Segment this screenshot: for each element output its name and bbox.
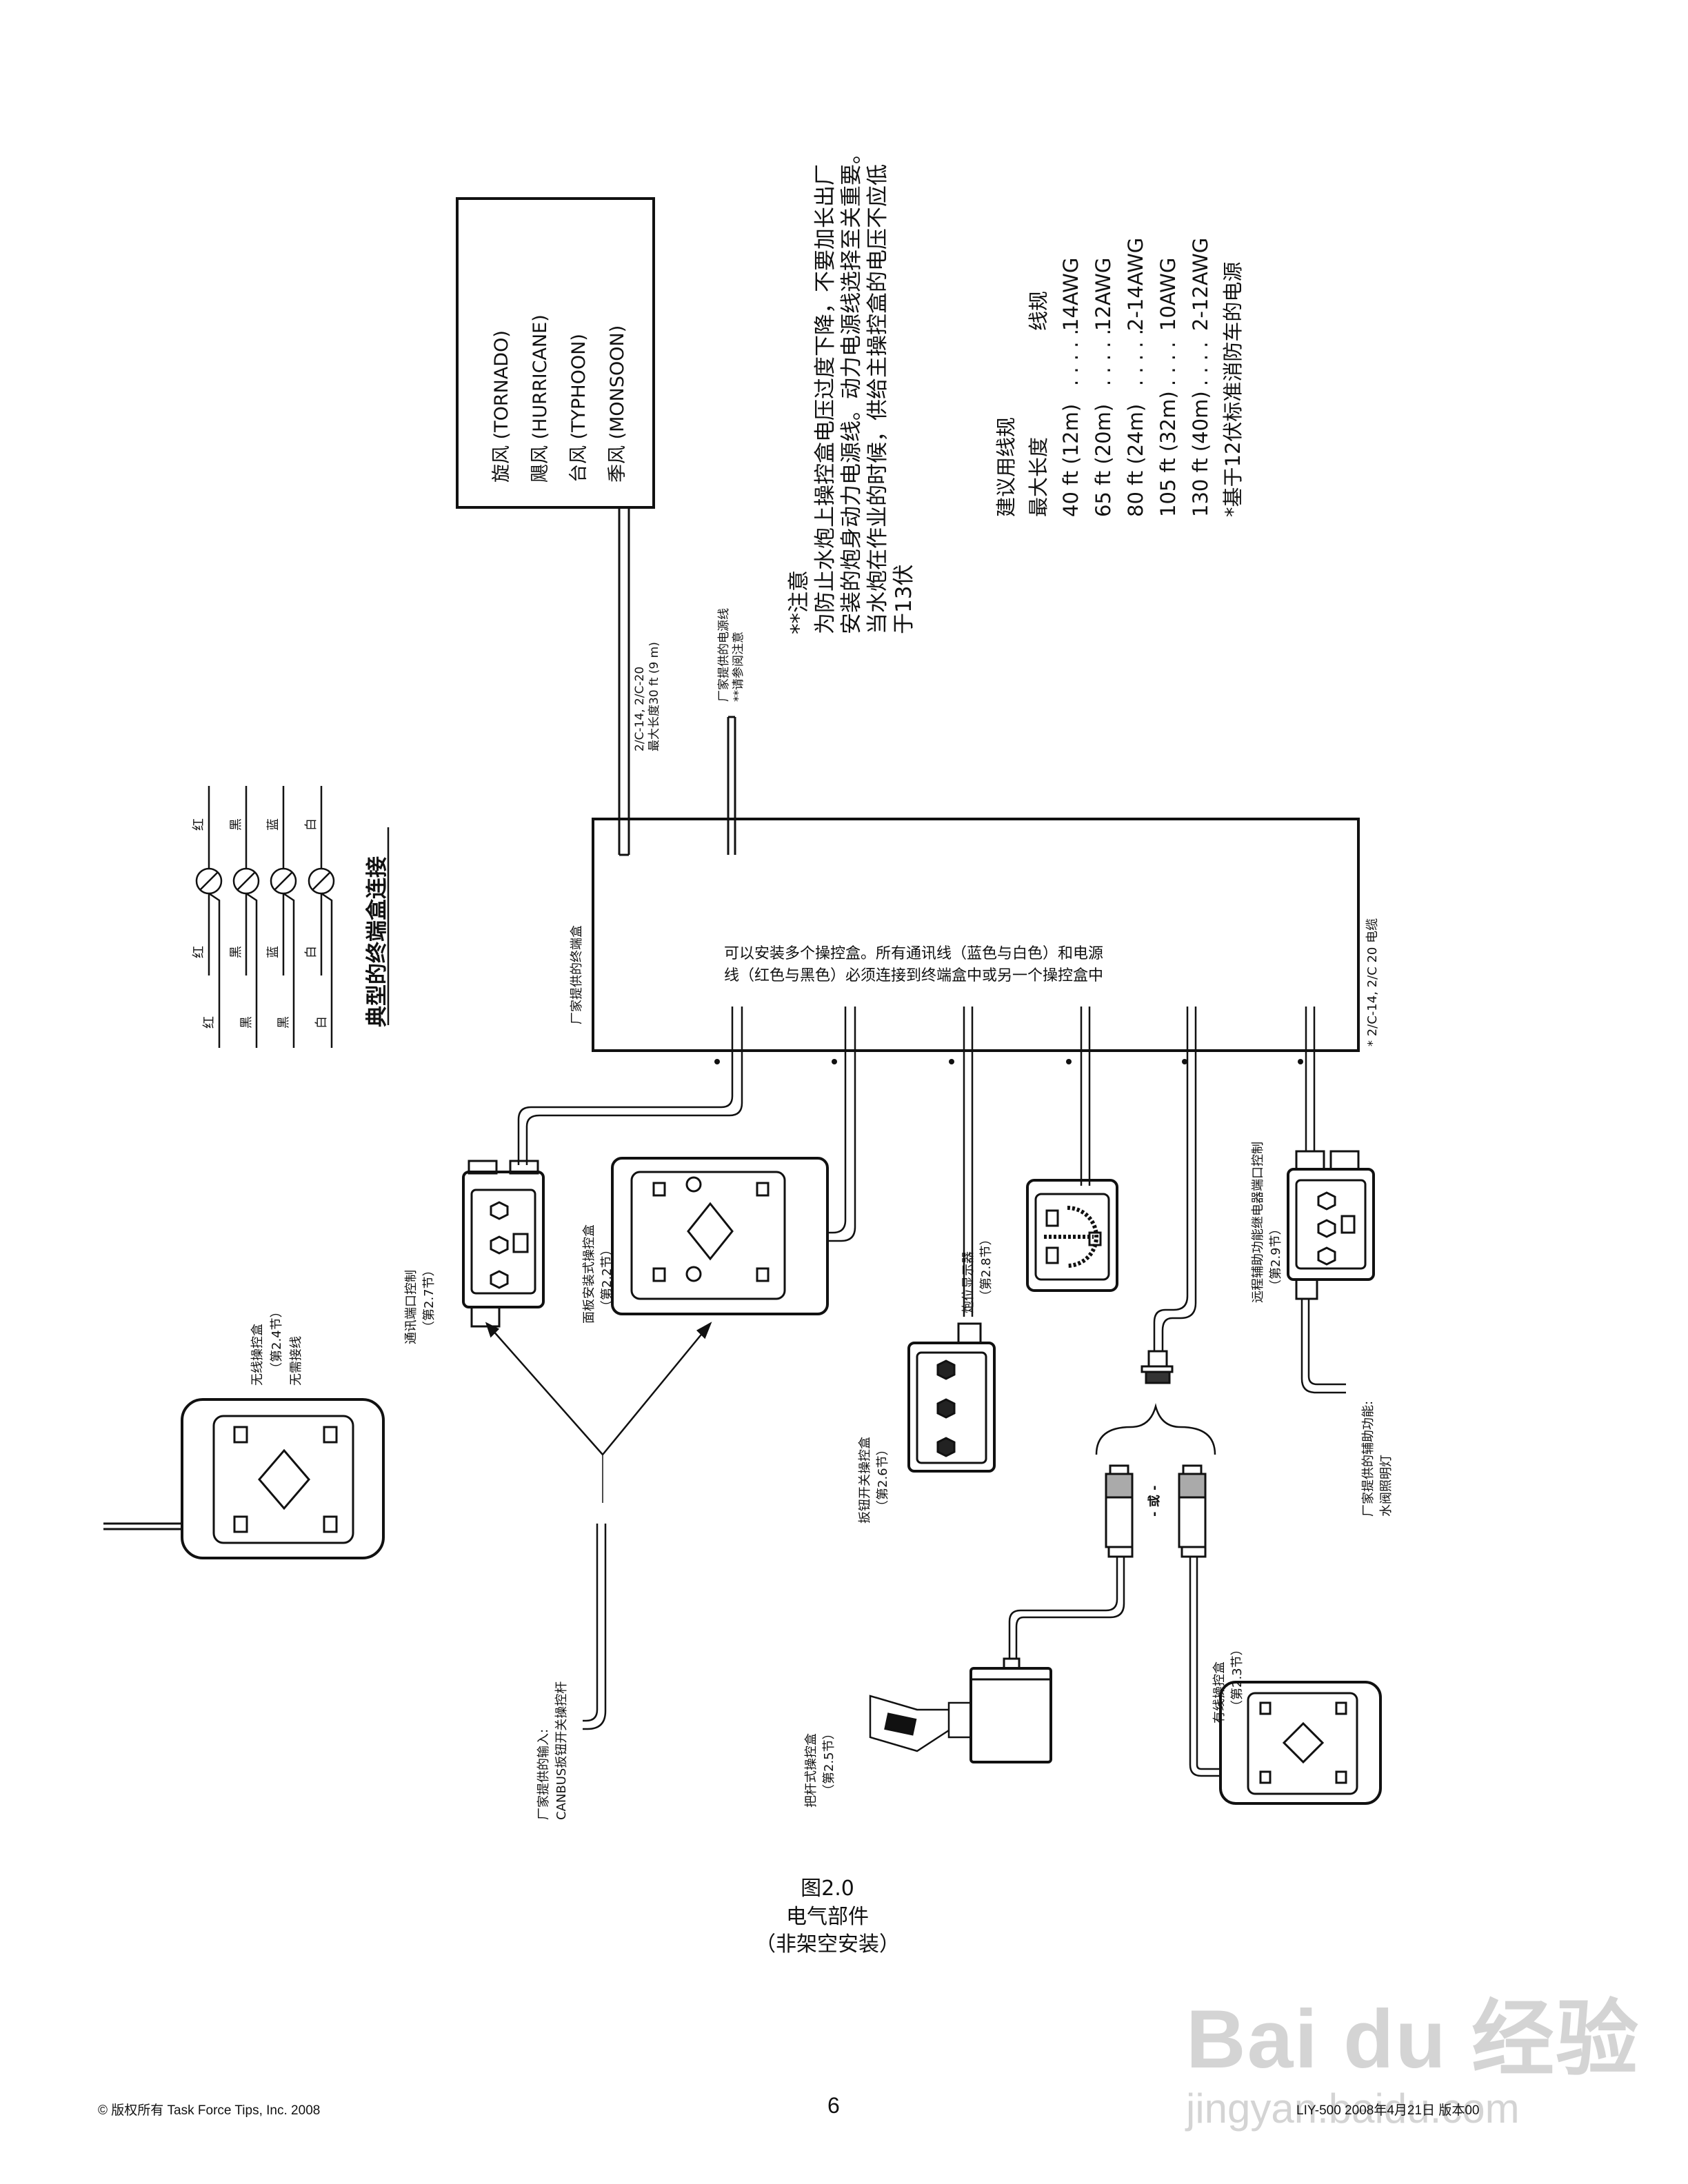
wire-gauge-table: 建议用线规 最大长度线规 40 ft (12m). . . . .14AWG 6… [990, 238, 1249, 517]
power-cable [727, 716, 736, 855]
junction-box-label: 厂家提供的终端盒 [570, 925, 584, 1024]
brace [1095, 1403, 1216, 1455]
alt-connector-left [1105, 1464, 1134, 1558]
terminal-label-top-2: 黑 [229, 818, 243, 831]
table-title: 建议用线规 [994, 416, 1018, 517]
footer-doc-info: LIY-500 2008年4月21日 版本00 [1296, 2103, 1480, 2118]
table-row: 105 ft (32m). . . .10AWG [1156, 257, 1180, 517]
footer-copyright: © 版权所有 Task Force Tips, Inc. 2008 [98, 2103, 321, 2118]
terminal-label-bottom-4: 白 [314, 1016, 329, 1029]
remote-aux-device [1287, 1150, 1375, 1394]
junction-box-note: 可以安装多个操控盒。所有通讯线（蓝色与白色）和电源 线（红色与黑色）必须连接到终… [724, 945, 1104, 984]
connector-plug [1095, 1350, 1216, 1455]
terminal-4 [308, 786, 335, 1048]
joystick-device [869, 1657, 1052, 1763]
joystick-label: 把杆式操控盒 （第2.5节） [804, 1727, 836, 1808]
position-display-device [1026, 1179, 1118, 1292]
junction-box [592, 818, 1360, 1052]
alt-connector-right [1178, 1464, 1207, 1558]
terminal-label-bottom-3: 黑 [277, 1016, 291, 1029]
wireless-controller-device [103, 1398, 385, 1559]
panel-mount-label: 面板安装式操控盒 （第2.2节） [582, 1224, 614, 1324]
wired-controller-label: 有线操控盒 （第2.3节） [1212, 1643, 1245, 1723]
toggle-switch-label: 扳钮开关操控盒 （第2.6节） [858, 1437, 890, 1524]
canbus-input-label: 厂家提供的输入: CANBUS扳钮开关操控杆 [536, 1681, 569, 1820]
terminal-diagram-title: 典型的终端盒连接 [365, 856, 390, 1027]
comm-port-label: 通讯端口控制 （第2.7节） [404, 1264, 436, 1344]
terminal-label-mid-2: 黑 [229, 946, 243, 958]
output-cables [517, 1007, 1316, 1351]
terminal-connection-diagram [195, 786, 390, 1048]
table-row: 40 ft (12m). . . . .14AWG [1059, 257, 1083, 517]
model-item: 旋风 (TORNADO) [491, 330, 512, 483]
terminal-label-bottom-1: 红 [202, 1016, 217, 1029]
joystick-cable [1008, 1557, 1125, 1659]
terminal-label-mid-4: 白 [304, 946, 319, 958]
watermark: Bai du 经验 jingyan.baidu.com [1186, 1993, 1640, 2132]
position-display-label: 炮位显示器 （第2.8节） [961, 1233, 994, 1313]
models-list: 旋风 (TORNADO) 飓风 (HURRICANE) 台风 (TYPHOON)… [483, 314, 637, 483]
aux-output-label: 厂家提供的辅助功能: 水阀照明灯 [1361, 1400, 1394, 1517]
terminal-2 [232, 786, 260, 1048]
monitor-cable [618, 507, 630, 856]
toggle-switch-device [907, 1322, 996, 1473]
model-item: 台风 (TYPHOON) [568, 334, 590, 483]
terminal-label-mid-3: 蓝 [266, 946, 281, 958]
cable-footnote: * 2/C-14, 2/C 20 电缆 [1365, 918, 1380, 1046]
terminal-3 [270, 786, 297, 1048]
wired-controller-device [1219, 1681, 1382, 1805]
cable-spec-label: 2/C-14, 2/C-20 最大长度30 ft (9 m) [633, 642, 662, 751]
converging-arrows [485, 1322, 712, 1503]
table-row: 130 ft (40m). . . .2-12AWG [1189, 237, 1212, 517]
page-number: 6 [827, 2093, 840, 2118]
model-item: 季风 (MONSOON) [607, 325, 628, 483]
terminal-label-top-4: 白 [304, 818, 319, 831]
table-row: 65 ft (20m). . . . .12AWG [1092, 257, 1115, 517]
wireless-controller-label: 无线操控盒 （第2.4节） 无需接线 [250, 1305, 303, 1386]
figure-caption: 图2.0 电气部件 （非架空安装） [755, 1877, 900, 1957]
models-box [456, 197, 655, 509]
or-label: - 或 - [1147, 1485, 1162, 1517]
terminal-1 [195, 786, 223, 1048]
remote-aux-label: 远程辅助功能继电器端口控制 （第2.9节） [1251, 1142, 1283, 1303]
comm-port-control-device [462, 1160, 545, 1328]
terminal-label-mid-1: 红 [192, 946, 206, 958]
panel-mount-device [611, 1157, 829, 1315]
terminal-label-top-1: 红 [192, 818, 206, 831]
voltage-note: **注意 为防止水炮上操控盒电压过度下降，不要加长出厂 安装的炮身动力电源线。动… [787, 143, 916, 634]
terminal-label-top-3: 蓝 [266, 818, 281, 831]
wired-cable [1189, 1557, 1220, 1777]
canbus-cable [583, 1524, 607, 1730]
model-item: 飓风 (HURRICANE) [530, 314, 551, 483]
table-row: 80 ft (24m). . . . .2-14AWG [1124, 237, 1147, 517]
power-cable-label: 厂家提供的电源线 **请参阅注意 [717, 608, 746, 702]
table-header: 最大长度线规 [1027, 290, 1050, 517]
terminal-label-bottom-2: 黑 [239, 1016, 254, 1029]
table-footnote: *基于12伏标准消防车的电源 [1221, 261, 1245, 517]
